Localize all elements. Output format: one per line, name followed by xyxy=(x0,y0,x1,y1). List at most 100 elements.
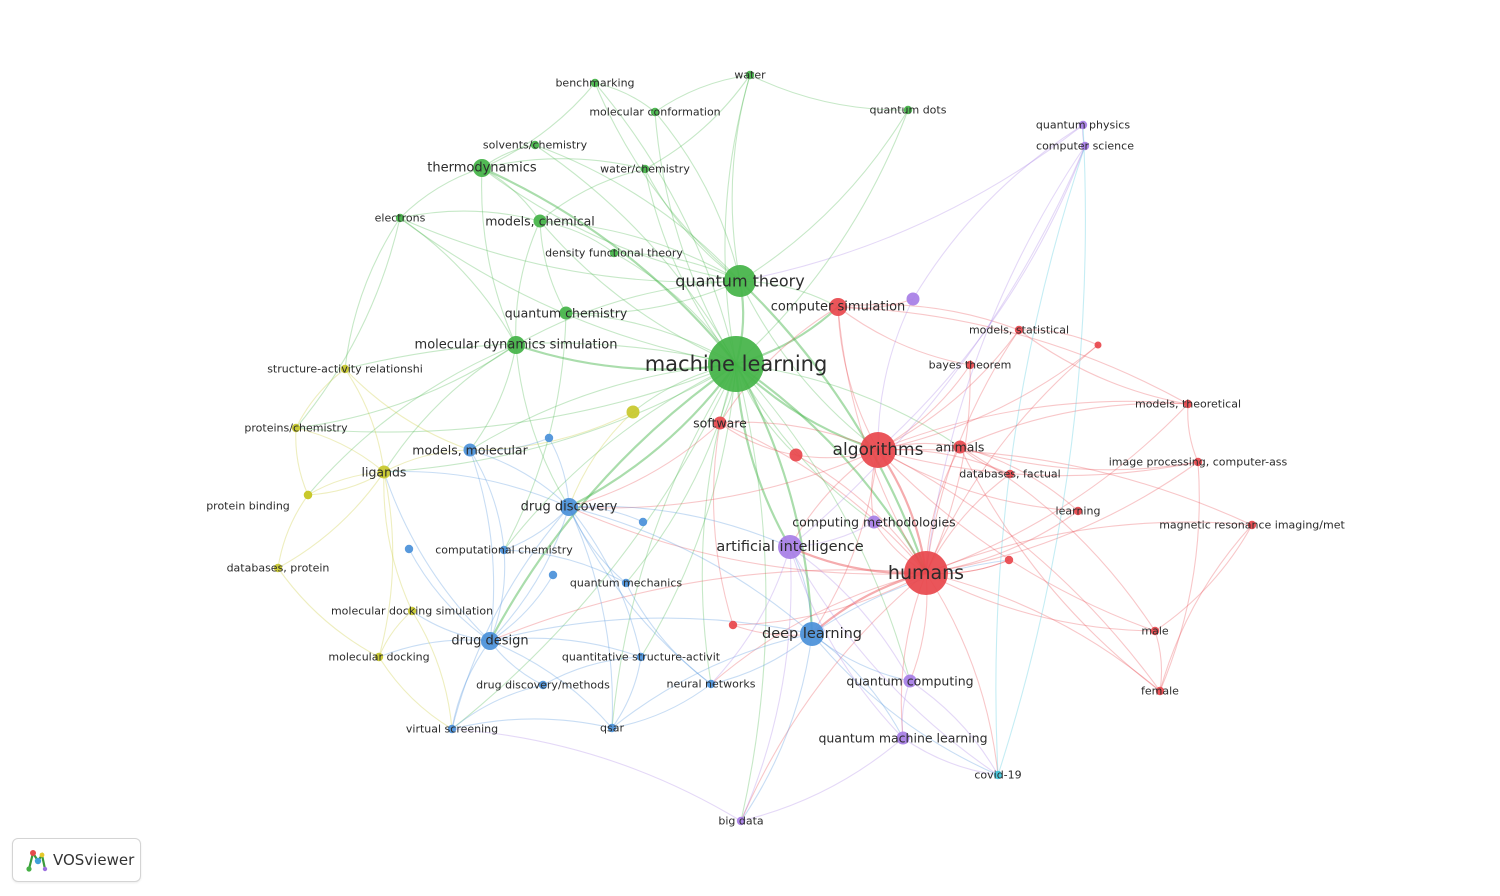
label-algorithms[interactable]: algorithms xyxy=(833,440,924,460)
node-learning[interactable] xyxy=(1073,506,1083,516)
label-quantum-chemistry[interactable]: quantum chemistry xyxy=(505,306,628,321)
node-models-theoretical[interactable] xyxy=(1183,399,1193,409)
label-molecular-dynamics-simulation[interactable]: molecular dynamics simulation xyxy=(415,338,618,353)
node-qsar[interactable] xyxy=(607,723,617,733)
node-blue-a[interactable] xyxy=(544,433,554,443)
label-quantum-mechanics[interactable]: quantum mechanics xyxy=(570,577,682,590)
label-water-chemistry[interactable]: water/chemistry xyxy=(600,163,690,176)
node-proteins-chemistry[interactable] xyxy=(291,423,301,433)
label-thermodynamics[interactable]: thermodynamics xyxy=(427,161,537,176)
label-learning[interactable]: learning xyxy=(1056,505,1101,518)
label-machine-learning[interactable]: machine learning xyxy=(645,352,828,376)
label-female[interactable]: female xyxy=(1141,685,1179,698)
node-humans[interactable] xyxy=(904,551,948,595)
node-quantum-physics[interactable] xyxy=(1078,120,1088,130)
label-molecular-docking-simulation[interactable]: molecular docking simulation xyxy=(331,605,493,618)
label-quantum-computing[interactable]: quantum computing xyxy=(846,674,973,689)
label-models-theoretical[interactable]: models, theoretical xyxy=(1135,398,1241,411)
label-databases-factual[interactable]: databases, factual xyxy=(959,468,1060,481)
node-quantum-theory[interactable] xyxy=(724,265,756,297)
label-virtual-screening[interactable]: virtual screening xyxy=(406,723,498,736)
node-female[interactable] xyxy=(1155,686,1165,696)
node-yellow-a[interactable] xyxy=(626,405,640,419)
node-databases-protein[interactable] xyxy=(273,563,283,573)
node-quantum-computing[interactable] xyxy=(903,674,917,688)
node-molecular-conformation[interactable] xyxy=(650,107,660,117)
label-computing-methodologies[interactable]: computing methodologies xyxy=(792,515,955,530)
node-molecular-dynamics-simulation[interactable] xyxy=(507,336,525,354)
label-quantum-dots[interactable]: quantum dots xyxy=(870,104,947,117)
node-big-data[interactable] xyxy=(736,816,746,826)
vosviewer-logo-badge[interactable]: VOSviewer xyxy=(12,838,141,882)
node-density-functional-theory[interactable] xyxy=(609,248,619,258)
label-deep-learning[interactable]: deep learning xyxy=(762,626,862,642)
label-artificial-intelligence[interactable]: artificial intelligence xyxy=(716,539,863,555)
label-computational-chemistry[interactable]: computational chemistry xyxy=(435,544,573,557)
node-yellow-b[interactable] xyxy=(303,490,313,500)
node-computer-simulation[interactable] xyxy=(829,298,847,316)
label-models-molecular[interactable]: models, molecular xyxy=(412,443,528,458)
node-models-statistical[interactable] xyxy=(1014,325,1024,335)
label-male[interactable]: male xyxy=(1141,625,1169,638)
label-molecular-conformation[interactable]: molecular conformation xyxy=(589,106,720,119)
node-blue-c[interactable] xyxy=(404,544,414,554)
node-computer-science[interactable] xyxy=(1080,141,1090,151)
node-quantum-machine-learning[interactable] xyxy=(896,731,910,745)
node-databases-factual[interactable] xyxy=(1005,469,1015,479)
node-quantum-dots[interactable] xyxy=(903,105,913,115)
node-water[interactable] xyxy=(745,70,755,80)
node-blue-d[interactable] xyxy=(548,570,558,580)
node-computational-chemistry[interactable] xyxy=(499,545,509,555)
label-electrons[interactable]: electrons xyxy=(375,212,426,225)
node-purple-a[interactable] xyxy=(906,292,920,306)
label-qsar-relationship[interactable]: quantitative structure-activit xyxy=(562,651,721,664)
label-qsar[interactable]: qsar xyxy=(600,722,624,735)
node-blue-b[interactable] xyxy=(638,517,648,527)
node-machine-learning[interactable] xyxy=(708,336,764,392)
label-software[interactable]: software xyxy=(693,416,747,431)
label-density-functional-theory[interactable]: density functional theory xyxy=(545,247,683,260)
label-big-data[interactable]: big data xyxy=(718,815,763,828)
node-qsar-relationship[interactable] xyxy=(636,652,646,662)
node-molecular-docking[interactable] xyxy=(374,652,384,662)
node-red-a[interactable] xyxy=(789,448,803,462)
node-computing-methodologies[interactable] xyxy=(867,515,881,529)
label-bayes-theorem[interactable]: bayes theorem xyxy=(929,359,1012,372)
node-models-chemical[interactable] xyxy=(533,214,547,228)
label-ligands[interactable]: ligands xyxy=(362,465,407,480)
label-humans[interactable]: humans xyxy=(888,562,964,584)
node-bayes-theorem[interactable] xyxy=(965,360,975,370)
node-electrons[interactable] xyxy=(395,213,405,223)
node-software[interactable] xyxy=(713,416,727,430)
node-models-molecular[interactable] xyxy=(463,443,477,457)
node-quantum-chemistry[interactable] xyxy=(559,306,573,320)
label-structure-activity[interactable]: structure-activity relationshi xyxy=(267,363,423,376)
label-covid-19[interactable]: covid-19 xyxy=(974,769,1021,782)
label-water[interactable]: water xyxy=(734,69,766,82)
label-solvents-chemistry[interactable]: solvents/chemistry xyxy=(483,139,588,152)
node-molecular-docking-simulation[interactable] xyxy=(407,606,417,616)
node-solvents-chemistry[interactable] xyxy=(530,140,540,150)
node-drug-design[interactable] xyxy=(481,632,499,650)
node-animals[interactable] xyxy=(953,440,967,454)
node-covid-19[interactable] xyxy=(993,770,1003,780)
node-drug-discovery[interactable] xyxy=(560,498,578,516)
node-algorithms[interactable] xyxy=(860,432,896,468)
node-male[interactable] xyxy=(1150,626,1160,636)
label-drug-design[interactable]: drug design xyxy=(451,634,528,649)
label-animals[interactable]: animals xyxy=(936,440,985,455)
node-quantum-mechanics[interactable] xyxy=(621,578,631,588)
node-red-d[interactable] xyxy=(1094,341,1102,349)
node-virtual-screening[interactable] xyxy=(447,724,457,734)
label-drug-discovery-methods[interactable]: drug discovery/methods xyxy=(476,679,610,692)
node-artificial-intelligence[interactable] xyxy=(778,535,802,559)
label-neural-networks[interactable]: neural networks xyxy=(667,678,756,691)
label-quantum-theory[interactable]: quantum theory xyxy=(675,272,804,291)
node-benchmarking[interactable] xyxy=(590,78,600,88)
label-computer-science[interactable]: computer science xyxy=(1036,140,1134,153)
node-drug-discovery-methods[interactable] xyxy=(538,680,548,690)
label-quantum-machine-learning[interactable]: quantum machine learning xyxy=(818,731,987,746)
label-quantum-physics[interactable]: quantum physics xyxy=(1036,119,1130,132)
node-image-processing[interactable] xyxy=(1193,457,1203,467)
